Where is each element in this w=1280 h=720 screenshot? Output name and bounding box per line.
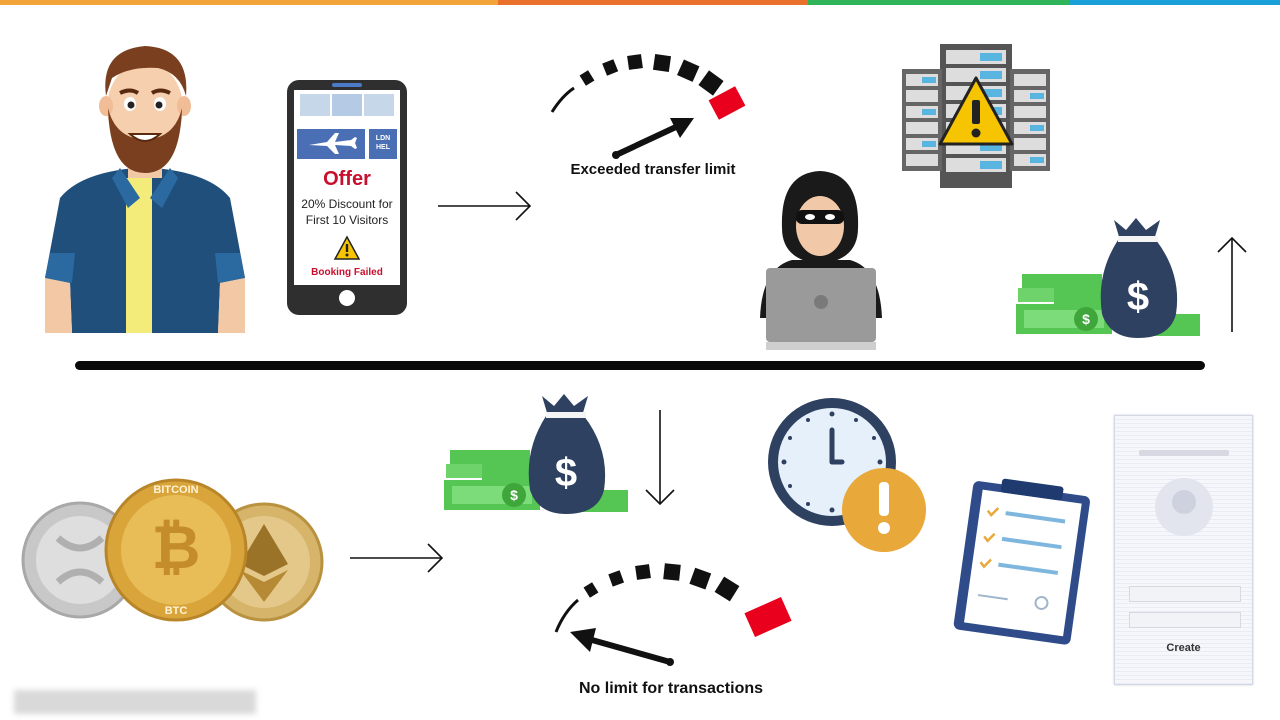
phone-date-cell[interactable] (300, 94, 330, 116)
phone-date-cell[interactable] (332, 94, 362, 116)
arrow-right-icon (438, 191, 532, 221)
coin-btc-label: BTC (165, 605, 188, 617)
form-header-placeholder (1139, 450, 1229, 456)
account-form-card: Create (1114, 415, 1253, 685)
svg-text:$: $ (1082, 311, 1090, 327)
clock-alert-icon (768, 398, 926, 552)
top-bar-segment-blue (1070, 0, 1280, 5)
form-password-field[interactable] (1129, 612, 1241, 628)
offer-title: Offer (323, 168, 371, 190)
create-button[interactable]: Create (1166, 642, 1201, 654)
smartphone-icon: LDN HEL Offer 20% Discount for First 10 … (287, 80, 407, 315)
offer-line-1: 20% Discount for (301, 197, 393, 211)
top-bar-segment-green (808, 0, 1070, 5)
avatar (1155, 478, 1213, 536)
money-bag-icon: $ $ (1016, 218, 1200, 338)
gauge-bottom-caption: No limit for transactions (578, 680, 764, 697)
flight-banner (297, 129, 365, 159)
top-bar-segment-orange (0, 0, 498, 5)
booking-status: Booking Failed (311, 267, 383, 278)
blurred-watermark (14, 690, 256, 714)
offer-line-2: First 10 Visitors (305, 213, 389, 227)
phone-home-button (339, 290, 355, 306)
top-bar-segment-red-orange (498, 0, 808, 5)
man-avatar-icon (45, 46, 245, 333)
svg-text:₿: ₿ (152, 514, 201, 581)
server-warning-icon (902, 44, 1050, 188)
phone-date-cell[interactable] (364, 94, 394, 116)
arrow-up-icon (1217, 236, 1247, 332)
form-input-field[interactable] (1129, 586, 1241, 602)
avatar-head (1172, 490, 1196, 514)
arrow-down-icon (645, 410, 675, 506)
crypto-coins-icon: ₿ BITCOIN BTC (21, 478, 324, 622)
clipboard-icon (953, 478, 1090, 645)
speed-gauge-high-icon (550, 53, 746, 159)
phone-speaker (332, 83, 362, 87)
arrow-right-icon (350, 543, 444, 573)
speed-gauge-low-icon (554, 563, 792, 666)
phone-screen: LDN HEL Offer 20% Discount for First 10 … (294, 90, 400, 285)
gauge-top-caption: Exceeded transfer limit (570, 161, 736, 178)
top-color-bar (0, 0, 1280, 5)
timeline-divider (75, 361, 1205, 370)
coin-bitcoin-label: BITCOIN (153, 484, 198, 496)
money-bag-icon: $ $ (444, 394, 628, 514)
warning-icon (333, 235, 361, 260)
hacker-laptop-icon (760, 171, 882, 350)
route-codes: LDN HEL (369, 129, 397, 159)
svg-text:$: $ (510, 487, 518, 503)
svg-text:$: $ (555, 451, 577, 495)
airplane-icon (309, 133, 357, 154)
svg-text:$: $ (1127, 275, 1149, 319)
